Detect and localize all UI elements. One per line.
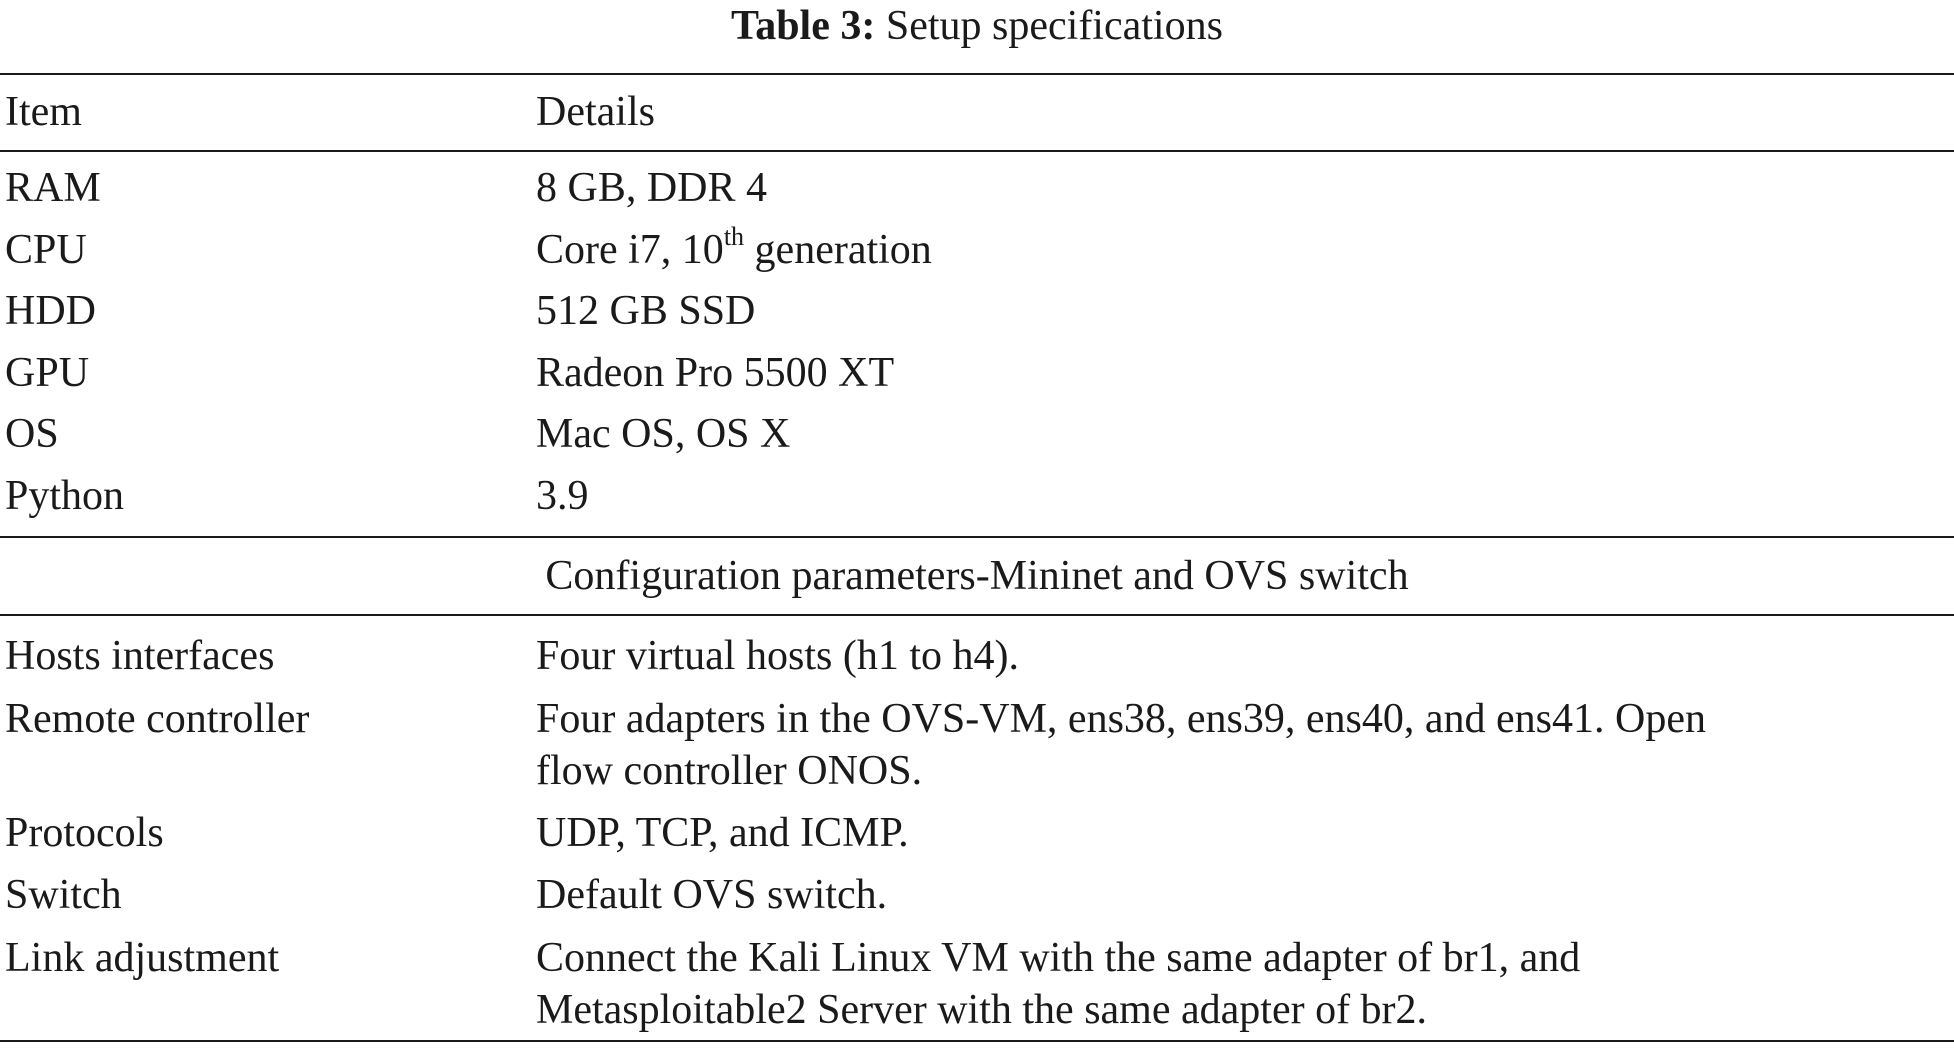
cpu-details-suffix: generation xyxy=(744,227,932,273)
row-item-os: OS xyxy=(5,411,59,457)
row-item-switch: Switch xyxy=(5,872,122,918)
section-bottom-rule xyxy=(0,614,1954,616)
row-item-hdd: HDD xyxy=(5,288,96,334)
section-heading: Configuration parameters-Mininet and OVS… xyxy=(545,553,1409,599)
row-item-python: Python xyxy=(5,473,125,519)
row-details-remote-controller-line1: Four adapters in the OVS-VM, ens38, ens3… xyxy=(536,696,1706,742)
row-details-protocols: UDP, TCP, and ICMP. xyxy=(536,810,909,856)
header-rule xyxy=(0,150,1954,152)
row-details-remote-controller-line2: flow controller ONOS. xyxy=(536,748,923,794)
table-caption: Table 3: Setup specifications xyxy=(0,2,1954,50)
row-details-python: 3.9 xyxy=(536,473,589,519)
caption-label: Table 3: xyxy=(731,3,876,49)
row-details-cpu: Core i7, 10th generation xyxy=(536,224,1936,276)
row-details-link-adjustment-line2: Metasploitable2 Server with the same ada… xyxy=(536,987,1428,1033)
section-top-rule xyxy=(0,536,1954,538)
header-item: Item xyxy=(5,89,82,135)
row-item-protocols: Protocols xyxy=(5,810,164,856)
caption-title: Setup specifications xyxy=(885,3,1223,49)
header-details: Details xyxy=(536,89,655,135)
row-item-link-adjustment: Link adjustment xyxy=(5,935,280,981)
row-item-remote-controller: Remote controller xyxy=(5,696,310,742)
top-rule xyxy=(0,73,1954,75)
bottom-rule xyxy=(0,1040,1954,1042)
row-item-gpu: GPU xyxy=(5,350,90,396)
row-item-ram: RAM xyxy=(5,165,101,211)
row-details-os: Mac OS, OS X xyxy=(536,411,791,457)
row-details-ram: 8 GB, DDR 4 xyxy=(536,165,768,211)
row-item-hosts-interfaces: Hosts interfaces xyxy=(5,633,275,679)
row-details-hosts-interfaces: Four virtual hosts (h1 to h4). xyxy=(536,633,1019,679)
row-details-link-adjustment-line1: Connect the Kali Linux VM with the same … xyxy=(536,935,1581,981)
cpu-details-text: Core i7, 10 xyxy=(536,227,724,273)
row-details-hdd: 512 GB SSD xyxy=(536,288,756,334)
row-details-gpu: Radeon Pro 5500 XT xyxy=(536,350,895,396)
row-details-switch: Default OVS switch. xyxy=(536,872,888,918)
cpu-details-superscript: th xyxy=(723,222,745,251)
row-item-cpu: CPU xyxy=(5,227,87,273)
